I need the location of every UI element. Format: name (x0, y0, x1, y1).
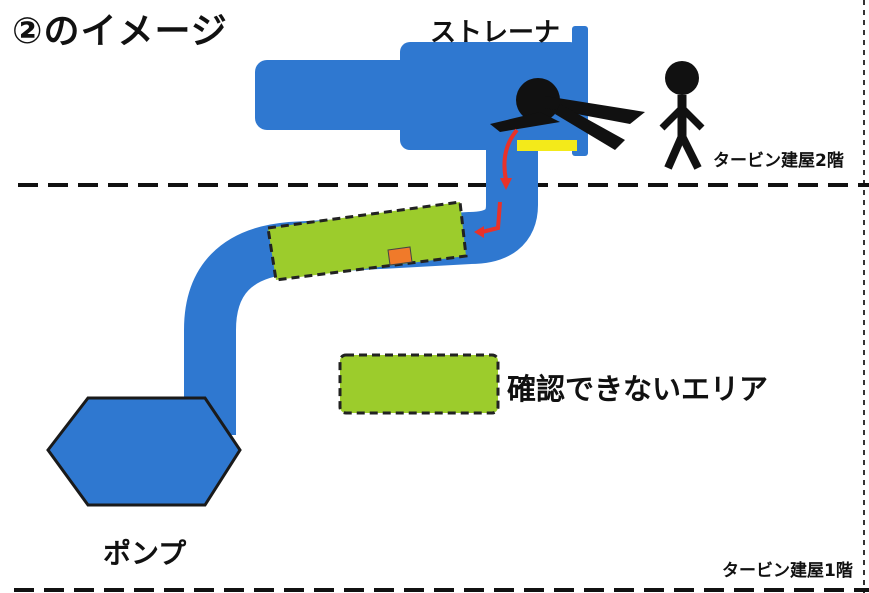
diagram-title: ②のイメージ (12, 11, 228, 52)
yellow-marker (517, 140, 577, 151)
inspection-tool-icon (490, 78, 645, 150)
orange-flag-icon (387, 246, 413, 266)
legend-label: 確認できないエリア (507, 372, 769, 406)
floor1-label: タービン建屋1階 (722, 561, 853, 581)
person-icon (659, 61, 705, 170)
strainer-label: ストレーナ (430, 18, 561, 48)
flow-arrow-icon (474, 128, 519, 238)
floor2-label: タービン建屋2階 (713, 151, 844, 171)
unconfirmed-area-on-pipe (266, 200, 468, 282)
pump (46, 396, 242, 507)
pump-label: ポンプ (103, 537, 187, 570)
legend-swatch (338, 353, 500, 415)
